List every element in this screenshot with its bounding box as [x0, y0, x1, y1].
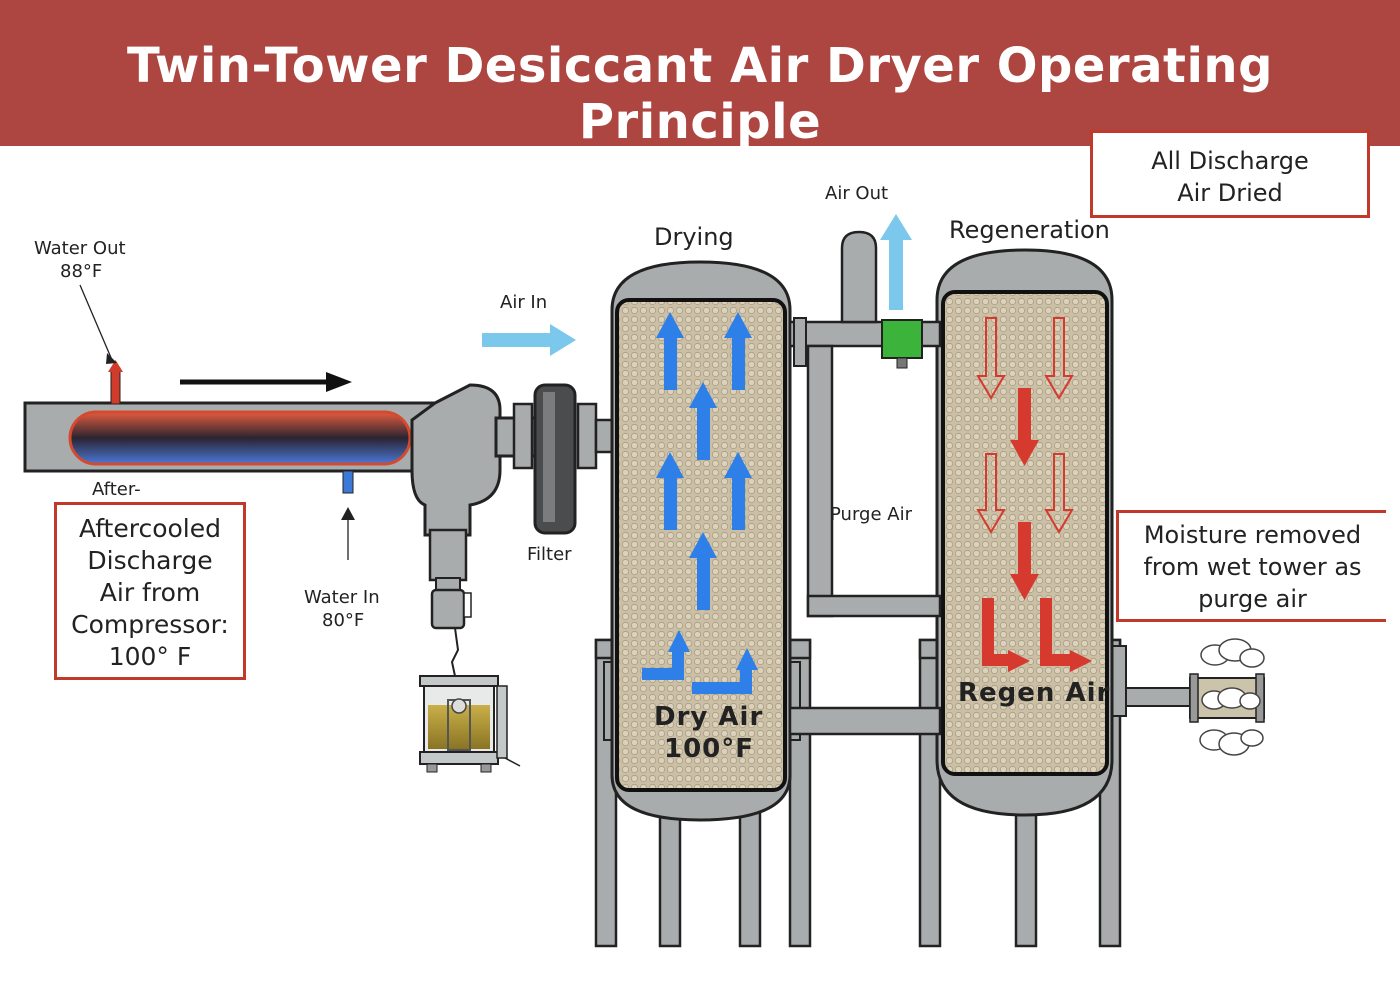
callout-line: Moisture removed	[1143, 521, 1362, 549]
callout-line: purge air	[1198, 585, 1307, 613]
purge-air-label: Purge Air	[830, 504, 912, 525]
callout-line: Discharge	[87, 546, 213, 575]
exhaust-muffler	[1125, 638, 1265, 756]
callout-line: from wet tower as	[1143, 553, 1362, 581]
purge-valve	[881, 319, 923, 369]
callout-line: Air Dried	[1177, 179, 1283, 207]
top-piping	[788, 230, 942, 736]
water-in-temp: 80°F	[322, 610, 365, 631]
regen-air-label: Regen Air	[958, 678, 1111, 708]
aftercooler	[23, 401, 437, 473]
aftercooled-callout: Aftercooled Discharge Air from Compresso…	[54, 502, 246, 680]
drain-cup	[419, 675, 521, 773]
regeneration-tower	[918, 248, 1127, 948]
separator	[410, 383, 502, 677]
air-in-arrow-icon	[482, 324, 576, 356]
callout-line: Aftercooled	[78, 514, 222, 543]
flow-arrow-icon	[180, 372, 352, 392]
callout-line: 100° F	[108, 642, 192, 671]
dry-air-flow-arrows	[642, 312, 758, 694]
water-out-fitting	[79, 284, 123, 405]
filter	[512, 383, 620, 535]
all-discharge-callout: All Discharge Air Dried	[1090, 130, 1370, 218]
drying-label: Drying	[654, 223, 734, 251]
moisture-callout: Moisture removed from wet tower as purge…	[1116, 510, 1386, 622]
air-in-label: Air In	[500, 292, 548, 313]
air-out-label: Air Out	[825, 183, 889, 204]
dry-air-temp: 100°F	[664, 734, 755, 764]
dry-air-label: Dry Air	[654, 702, 764, 732]
callout-line: Compressor:	[71, 610, 229, 639]
after-label: After-	[92, 479, 141, 500]
regeneration-label: Regeneration	[949, 216, 1110, 244]
callout-line: Air from	[99, 578, 201, 607]
air-out-arrow-icon	[880, 214, 912, 310]
water-in-fitting	[341, 470, 355, 560]
filter-label: Filter	[527, 544, 572, 565]
callout-line: All Discharge	[1151, 147, 1309, 175]
water-out-label: Water Out	[34, 238, 126, 259]
water-out-temp: 88°F	[60, 261, 103, 282]
exhaust-cloud-icon	[1199, 638, 1265, 756]
title-banner: Twin-Tower Desiccant Air Dryer Operating…	[0, 0, 1400, 150]
water-in-label: Water In	[304, 587, 380, 608]
page-title: Twin-Tower Desiccant Air Dryer Operating…	[127, 38, 1273, 150]
regen-air-flow-arrows	[976, 317, 1092, 672]
